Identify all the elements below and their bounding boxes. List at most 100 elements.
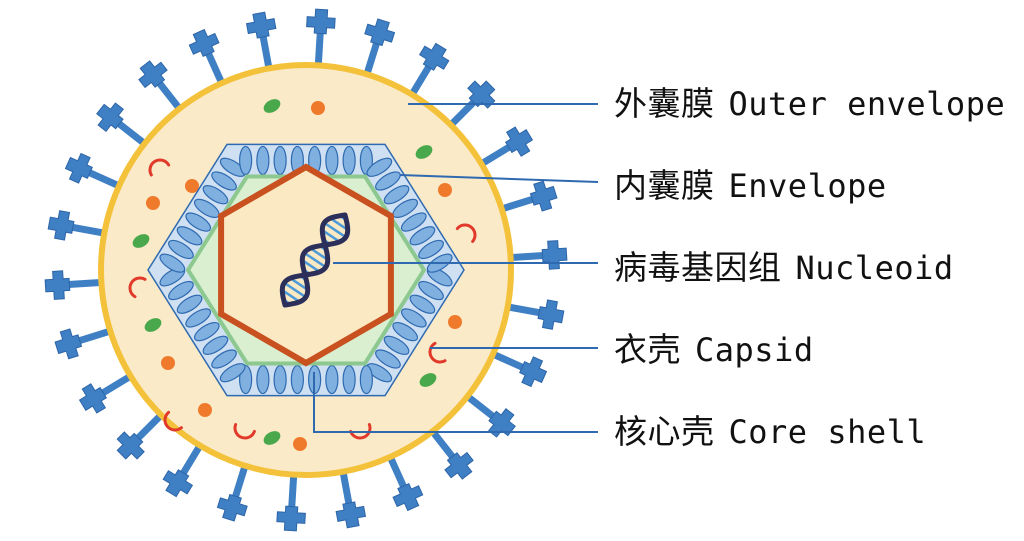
label-nucleoid-cn: 病毒基因组 [614,248,782,287]
spike-head [364,18,396,47]
label-nucleoid-en: Nucleoid [795,249,954,287]
spike-head-shape [519,356,548,388]
dna-rung [309,247,329,261]
spike-head [444,451,474,480]
spike-icon [188,28,228,92]
capsomer [342,364,356,395]
particle-arc [233,423,256,440]
spike-head-shape [138,60,168,89]
particle-dot [161,356,175,370]
spike-head-shape [64,152,93,184]
capsomer [325,145,339,176]
label-capsid: 衣壳 Capsid [614,330,814,370]
capsomer [211,349,237,369]
spike-icon [44,270,110,300]
capsomer [219,363,246,383]
spike-icon [502,240,568,270]
capsomer [383,185,410,205]
dna-rung [281,289,301,303]
leader-line [399,174,599,183]
capsomer [202,185,229,205]
spike-head [537,299,565,330]
capsomer [185,308,212,328]
capsomer [418,280,444,301]
spike-icon [306,8,336,74]
spike-head [392,482,424,512]
dna-helix-icon [279,212,351,308]
spike-head [47,210,75,241]
capsomer [185,212,212,232]
spike-head-shape [44,270,71,300]
spike-head [306,8,336,35]
spike-head-shape [467,80,496,109]
spike-head-shape [276,505,306,532]
spike-head [245,11,277,39]
label-core-shell-cn: 核心壳 [614,412,715,451]
spike-head-shape [541,240,568,270]
spike-icon [64,152,128,192]
spike-icon [245,11,277,77]
capsomer [273,364,287,395]
capsomer [375,171,401,191]
capsomer [366,157,393,177]
label-nucleoid: 病毒基因组 Nucleoid [614,248,954,288]
label-capsid-en: Capsid [695,331,814,369]
particle-dot [146,196,160,210]
spike-head-shape [216,493,248,522]
spike-head-shape [54,328,83,360]
spike-head-shape [245,11,277,39]
capsomer [409,294,436,314]
dna-strand [279,212,348,308]
label-capsid-cn: 衣壳 [614,330,681,369]
envelope-particles [128,99,477,451]
particle-leaf [419,373,437,387]
particle-arc [148,158,171,177]
spike-head-shape [162,469,194,498]
particle-dot [448,315,462,329]
spike-icon [96,102,153,151]
spike-head [116,431,145,460]
spike-head [276,505,306,532]
nucleoid-hexagon [218,163,394,367]
spike-icon [138,60,187,117]
spike-icon [54,326,119,360]
particle-leaf [144,318,162,332]
spike-head [488,408,516,438]
dna-strand [282,212,351,308]
spike-head-shape [306,8,336,35]
capsomer [159,253,186,273]
capsomer [273,145,287,176]
spike-head [418,42,450,71]
spike-icon [459,389,516,438]
spike-icon [216,457,251,522]
spike-head-shape [116,431,145,460]
particle-leaf [415,145,433,159]
dna-rung [321,229,341,243]
label-envelope-cn: 内囊膜 [614,166,715,205]
spike-head [467,80,496,109]
spike-head [78,383,108,414]
spike-icon [473,126,534,170]
spike-head-shape [188,28,220,58]
capsomer [256,364,270,395]
spike-icon [116,407,169,460]
capsomer [409,226,436,246]
spike-icon [405,42,450,103]
leader-lines [313,103,599,433]
spike-head-shape [504,126,534,157]
capsomer [193,321,220,342]
dna-rung [301,259,321,273]
spike-head [44,270,71,300]
capsomer [239,145,253,176]
capsomer [375,349,401,369]
spike-head [335,501,367,529]
dna-rung [329,217,349,231]
particle-dot [185,179,199,193]
spike-icon [276,466,306,532]
particle-dot [311,101,325,115]
label-outer-envelope-cn: 外囊膜 [614,84,715,123]
capsomer [418,239,444,260]
spike-head-shape [537,299,565,330]
